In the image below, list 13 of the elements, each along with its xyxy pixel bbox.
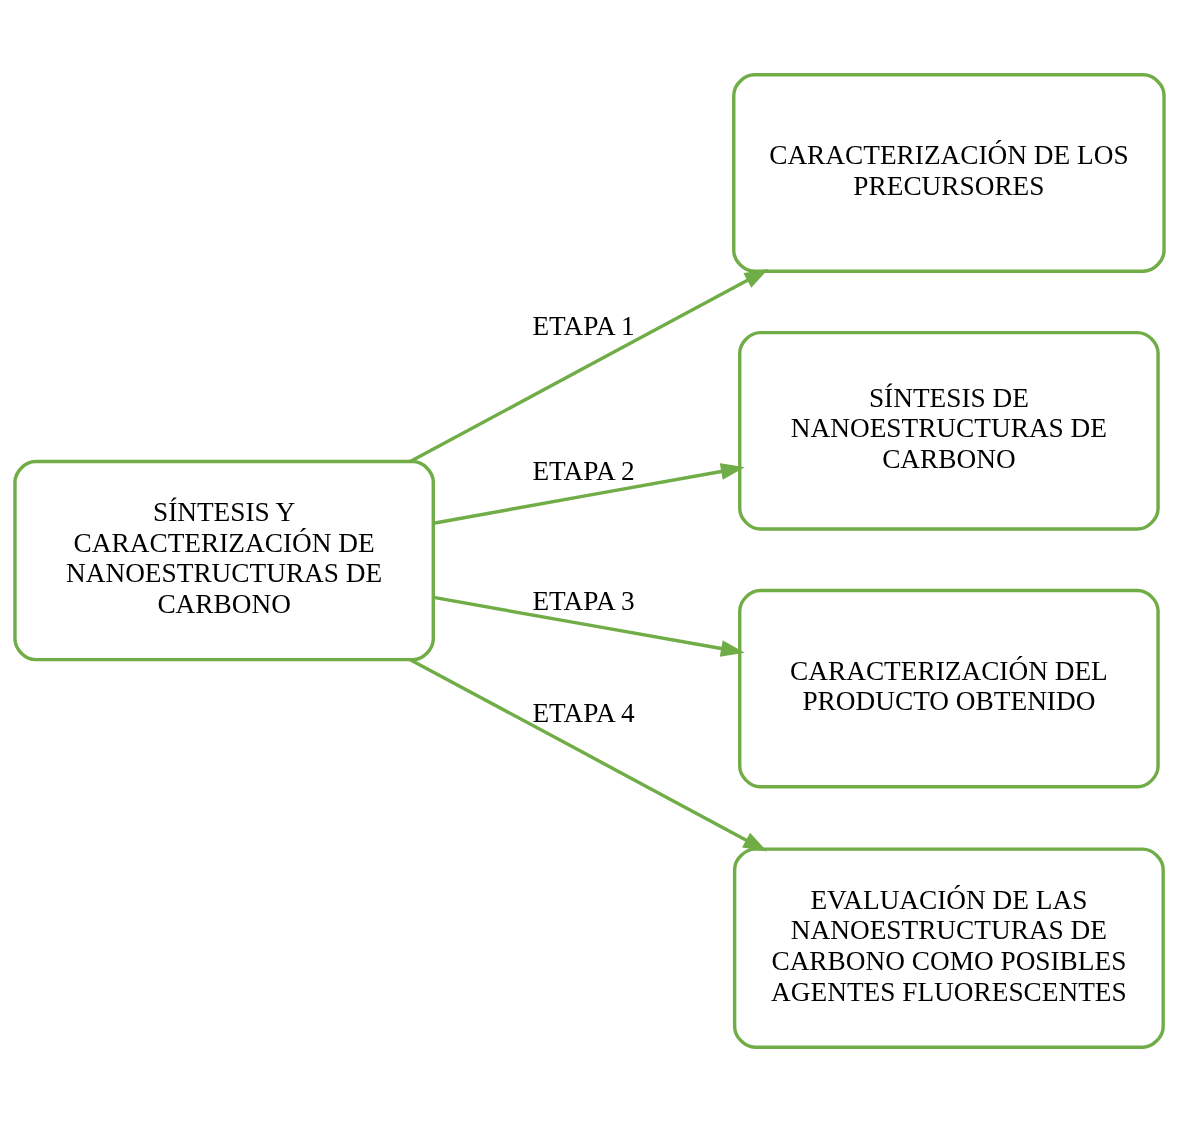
node-box: CARACTERIZACIÓN DE LOS PRECURSORES — [732, 72, 1166, 273]
node-box: CARACTERIZACIÓN DEL PRODUCTO OBTENIDO — [738, 588, 1160, 788]
node-box: EVALUACIÓN DE LAS NANOESTRUCTURAS DE CARBONO COMO POSIBLES AGENTES FLUORESCENTES — [732, 846, 1165, 1049]
edge-label: ETAPA 2 — [532, 455, 635, 486]
edge-label: ETAPA 3 — [532, 585, 635, 616]
arrow — [433, 595, 745, 657]
edge-label: ETAPA 4 — [532, 697, 635, 728]
node-box: SÍNTESIS Y CARACTERIZACIÓN DE NANOESTRUCTURAS DE CARBONO — [13, 459, 435, 661]
arrow — [409, 268, 769, 463]
node-box: SÍNTESIS DE NANOESTRUCTURAS DE CARBONO — [738, 330, 1160, 531]
arrow — [409, 657, 768, 851]
edge-label: ETAPA 1 — [532, 310, 635, 341]
arrow — [433, 462, 745, 525]
